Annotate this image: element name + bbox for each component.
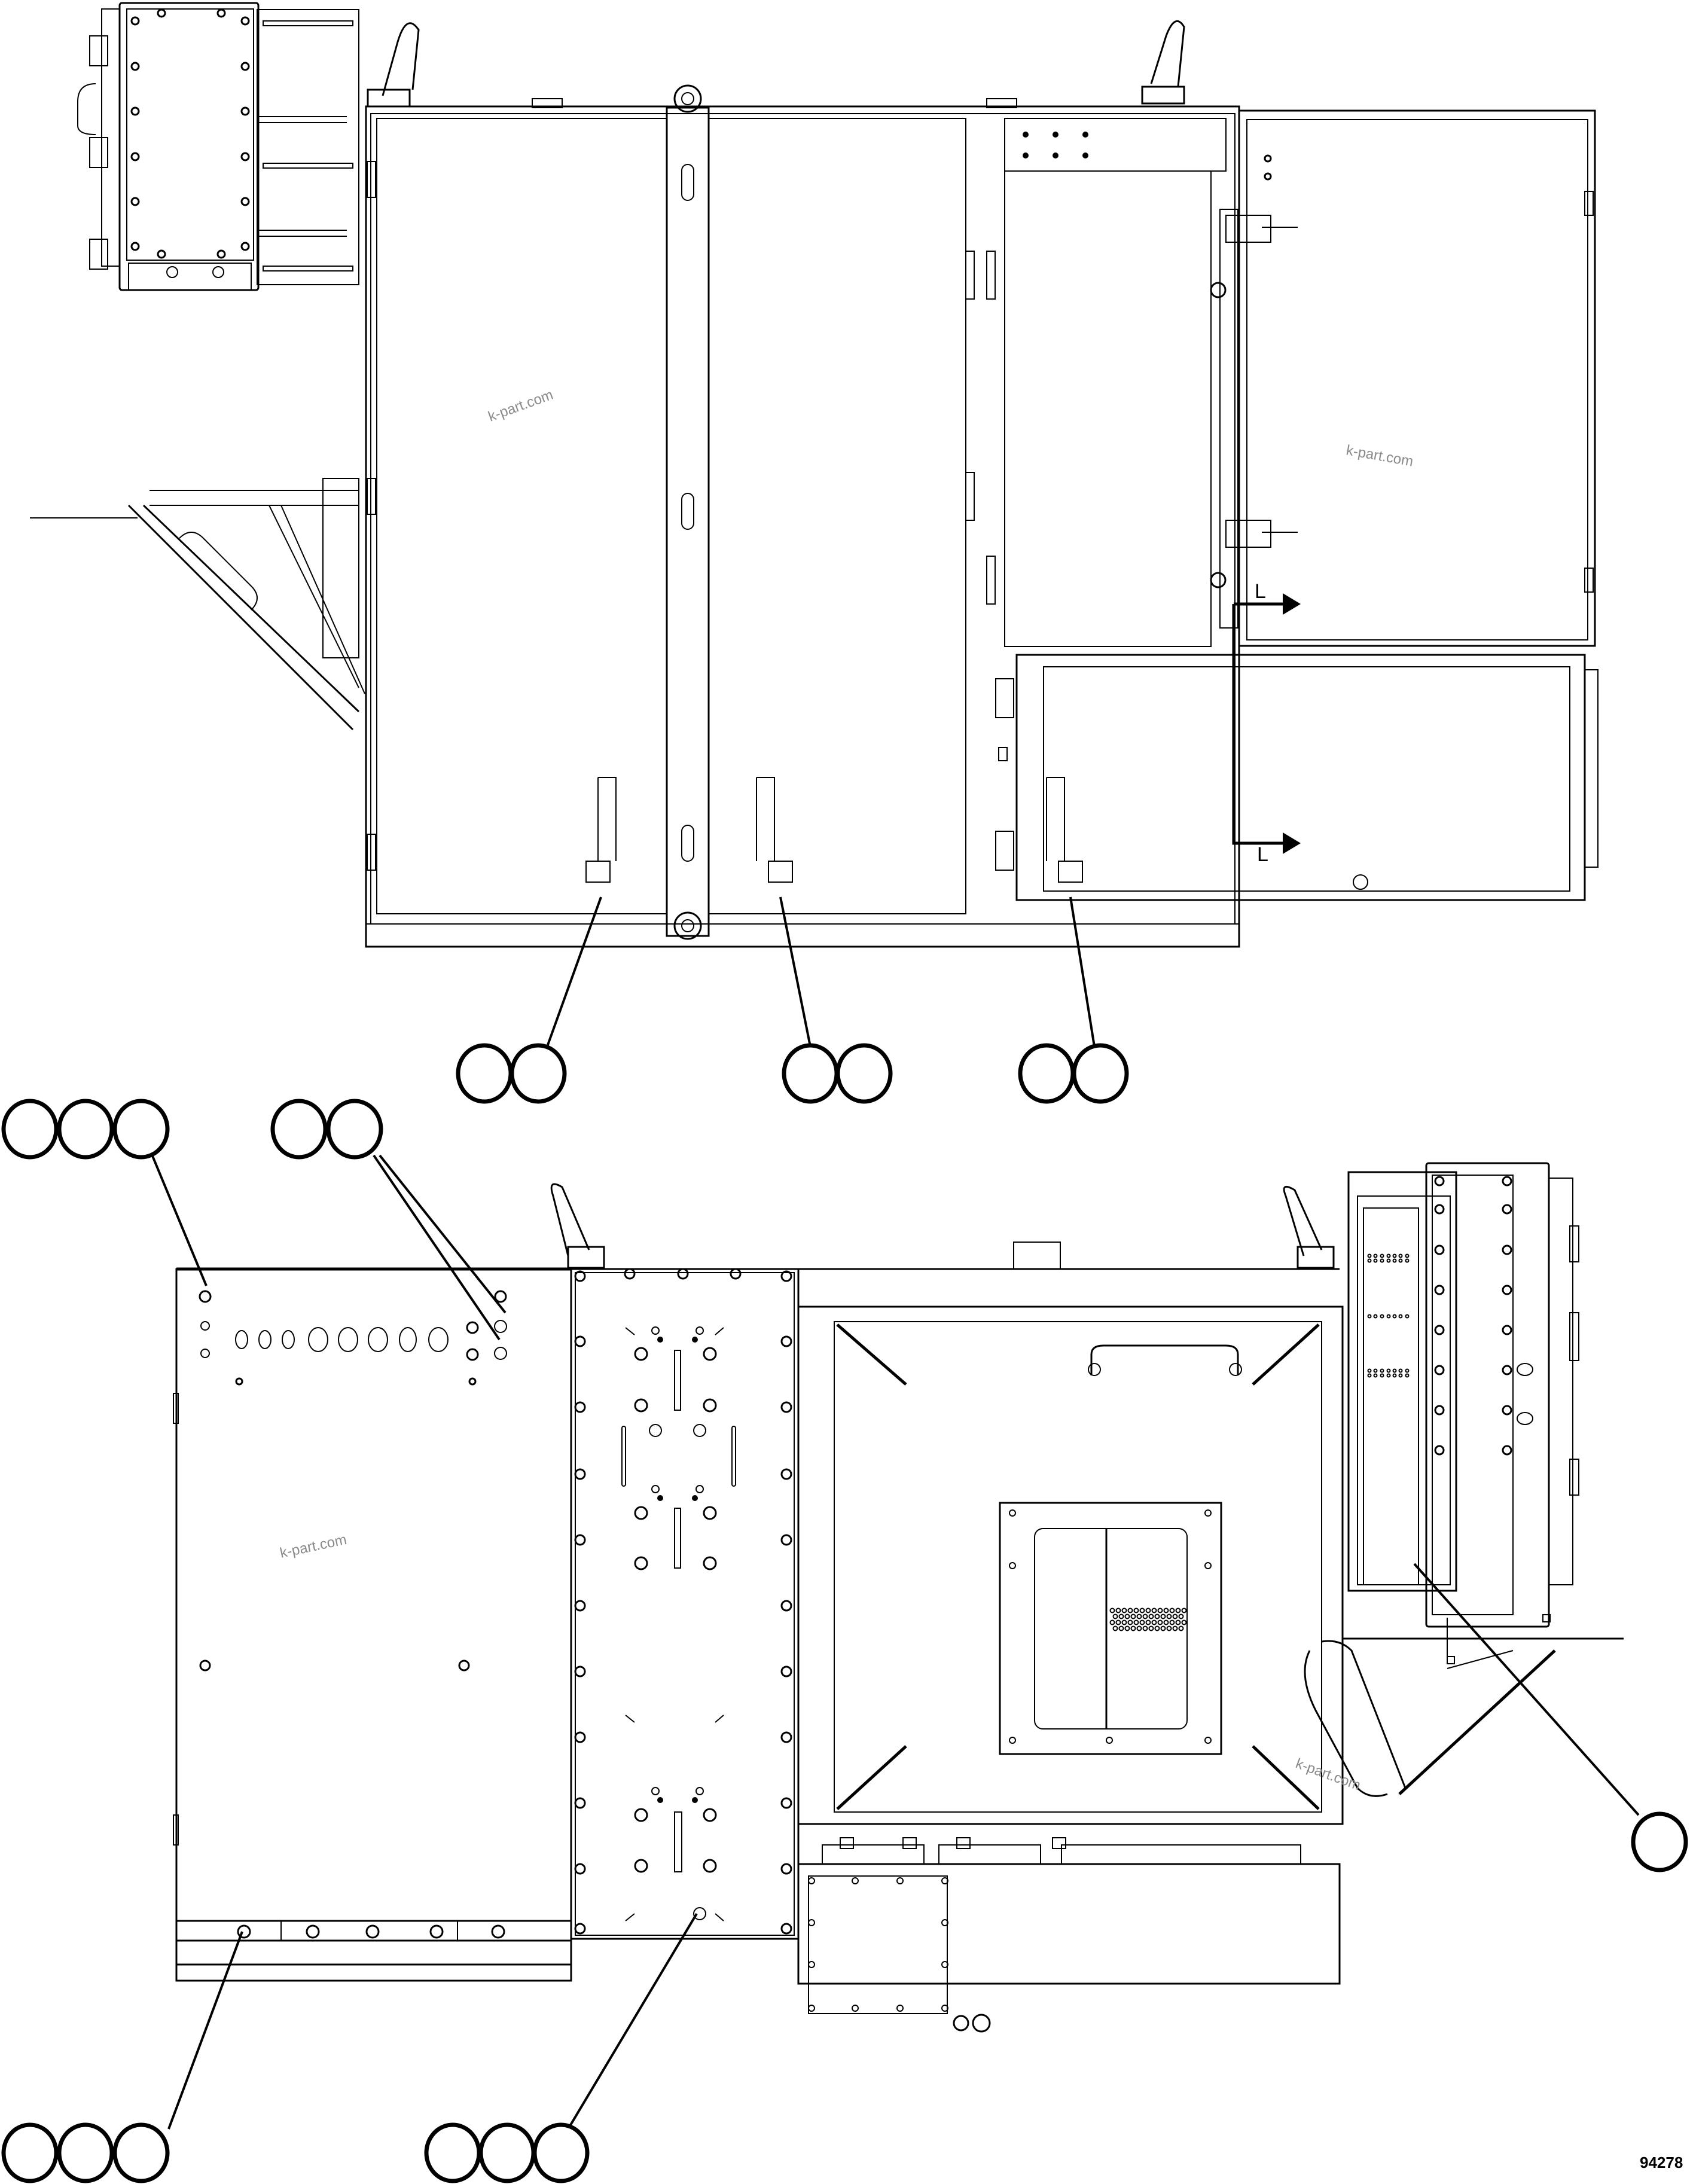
lower-center-panel <box>570 1268 800 1940</box>
upper-main-frame <box>365 84 1240 948</box>
section-arrow-bottom-icon <box>1283 832 1301 854</box>
callout-group-lower-top-middle <box>270 1099 383 1160</box>
callout-balloon <box>456 1043 513 1104</box>
callout-balloon <box>835 1043 893 1104</box>
lower-left-enclosure <box>173 1267 572 1982</box>
upper-leader-lines <box>546 896 1096 1047</box>
upper-view: L L k-part.com k-part.com <box>30 2 1599 1104</box>
callout-group-upper-2 <box>782 1043 893 1104</box>
callout-group-upper-1 <box>456 1043 567 1104</box>
callout-balloon <box>57 2122 114 2183</box>
watermark: k-part.com <box>279 1532 348 1561</box>
section-cut-L: L L <box>1232 580 1301 866</box>
top-bracket <box>1013 1242 1061 1270</box>
handle <box>1090 1344 1239 1375</box>
callout-balloon <box>112 1099 170 1160</box>
callout-balloon <box>532 2122 590 2183</box>
callout-group-lower-bottom-middle <box>424 2122 590 2183</box>
figure-number: 94278 <box>1640 2154 1683 2171</box>
section-label-bottom: L <box>1257 843 1268 866</box>
callout-balloon <box>57 1099 114 1160</box>
perforation-rows <box>1367 1253 1410 1378</box>
callout-balloon <box>270 1099 328 1160</box>
panel-bolts <box>574 1268 792 1935</box>
section-label-top: L <box>1255 580 1266 603</box>
callout-group-lower-top-left <box>1 1099 170 1160</box>
watermark: k-part.com <box>1345 442 1414 469</box>
vent-holes <box>1109 1608 1187 1631</box>
callout-balloon <box>1018 1043 1075 1104</box>
callout-balloon <box>1072 1043 1129 1104</box>
lifting-eye-lower-left <box>550 1183 605 1269</box>
watermark: k-part.com <box>486 386 556 425</box>
connector-cluster-1 <box>625 1326 724 1413</box>
lifting-eye-left <box>367 22 420 108</box>
callout-balloon <box>424 2122 481 2183</box>
latch-2 <box>756 777 793 883</box>
callout-balloon <box>782 1043 839 1104</box>
callout-balloon <box>326 1099 383 1160</box>
lower-view: k-part.com k-part.com <box>1 1099 1688 2183</box>
section-arrow-top-icon <box>1283 593 1301 615</box>
callout-balloon-lower-right <box>1631 1811 1688 1872</box>
access-window <box>999 1502 1222 1755</box>
left-side-box <box>77 2 365 731</box>
watermark: k-part.com <box>1294 1755 1363 1793</box>
callout-balloon <box>112 2122 170 2183</box>
callout-balloon <box>478 2122 536 2183</box>
lifting-eye-right <box>1141 20 1185 105</box>
connector-cluster-2 <box>621 1424 736 1570</box>
callout-group-upper-3 <box>1018 1043 1129 1104</box>
lower-right-side-box <box>1304 1162 1624 1797</box>
callout-group-lower-bottom-left <box>1 2122 170 2183</box>
latch-1 <box>585 777 617 883</box>
lifting-eye-lower-right <box>1283 1185 1335 1269</box>
callout-balloon <box>1 2122 59 2183</box>
lower-bottom-box <box>797 1823 1343 2033</box>
callout-balloon <box>1 1099 59 1160</box>
latch-3 <box>1046 777 1083 883</box>
callout-balloon <box>510 1043 567 1104</box>
lower-center-housing <box>797 1305 1344 1825</box>
upper-right-compartment <box>986 109 1599 901</box>
connector-cluster-3 <box>634 1787 717 1920</box>
